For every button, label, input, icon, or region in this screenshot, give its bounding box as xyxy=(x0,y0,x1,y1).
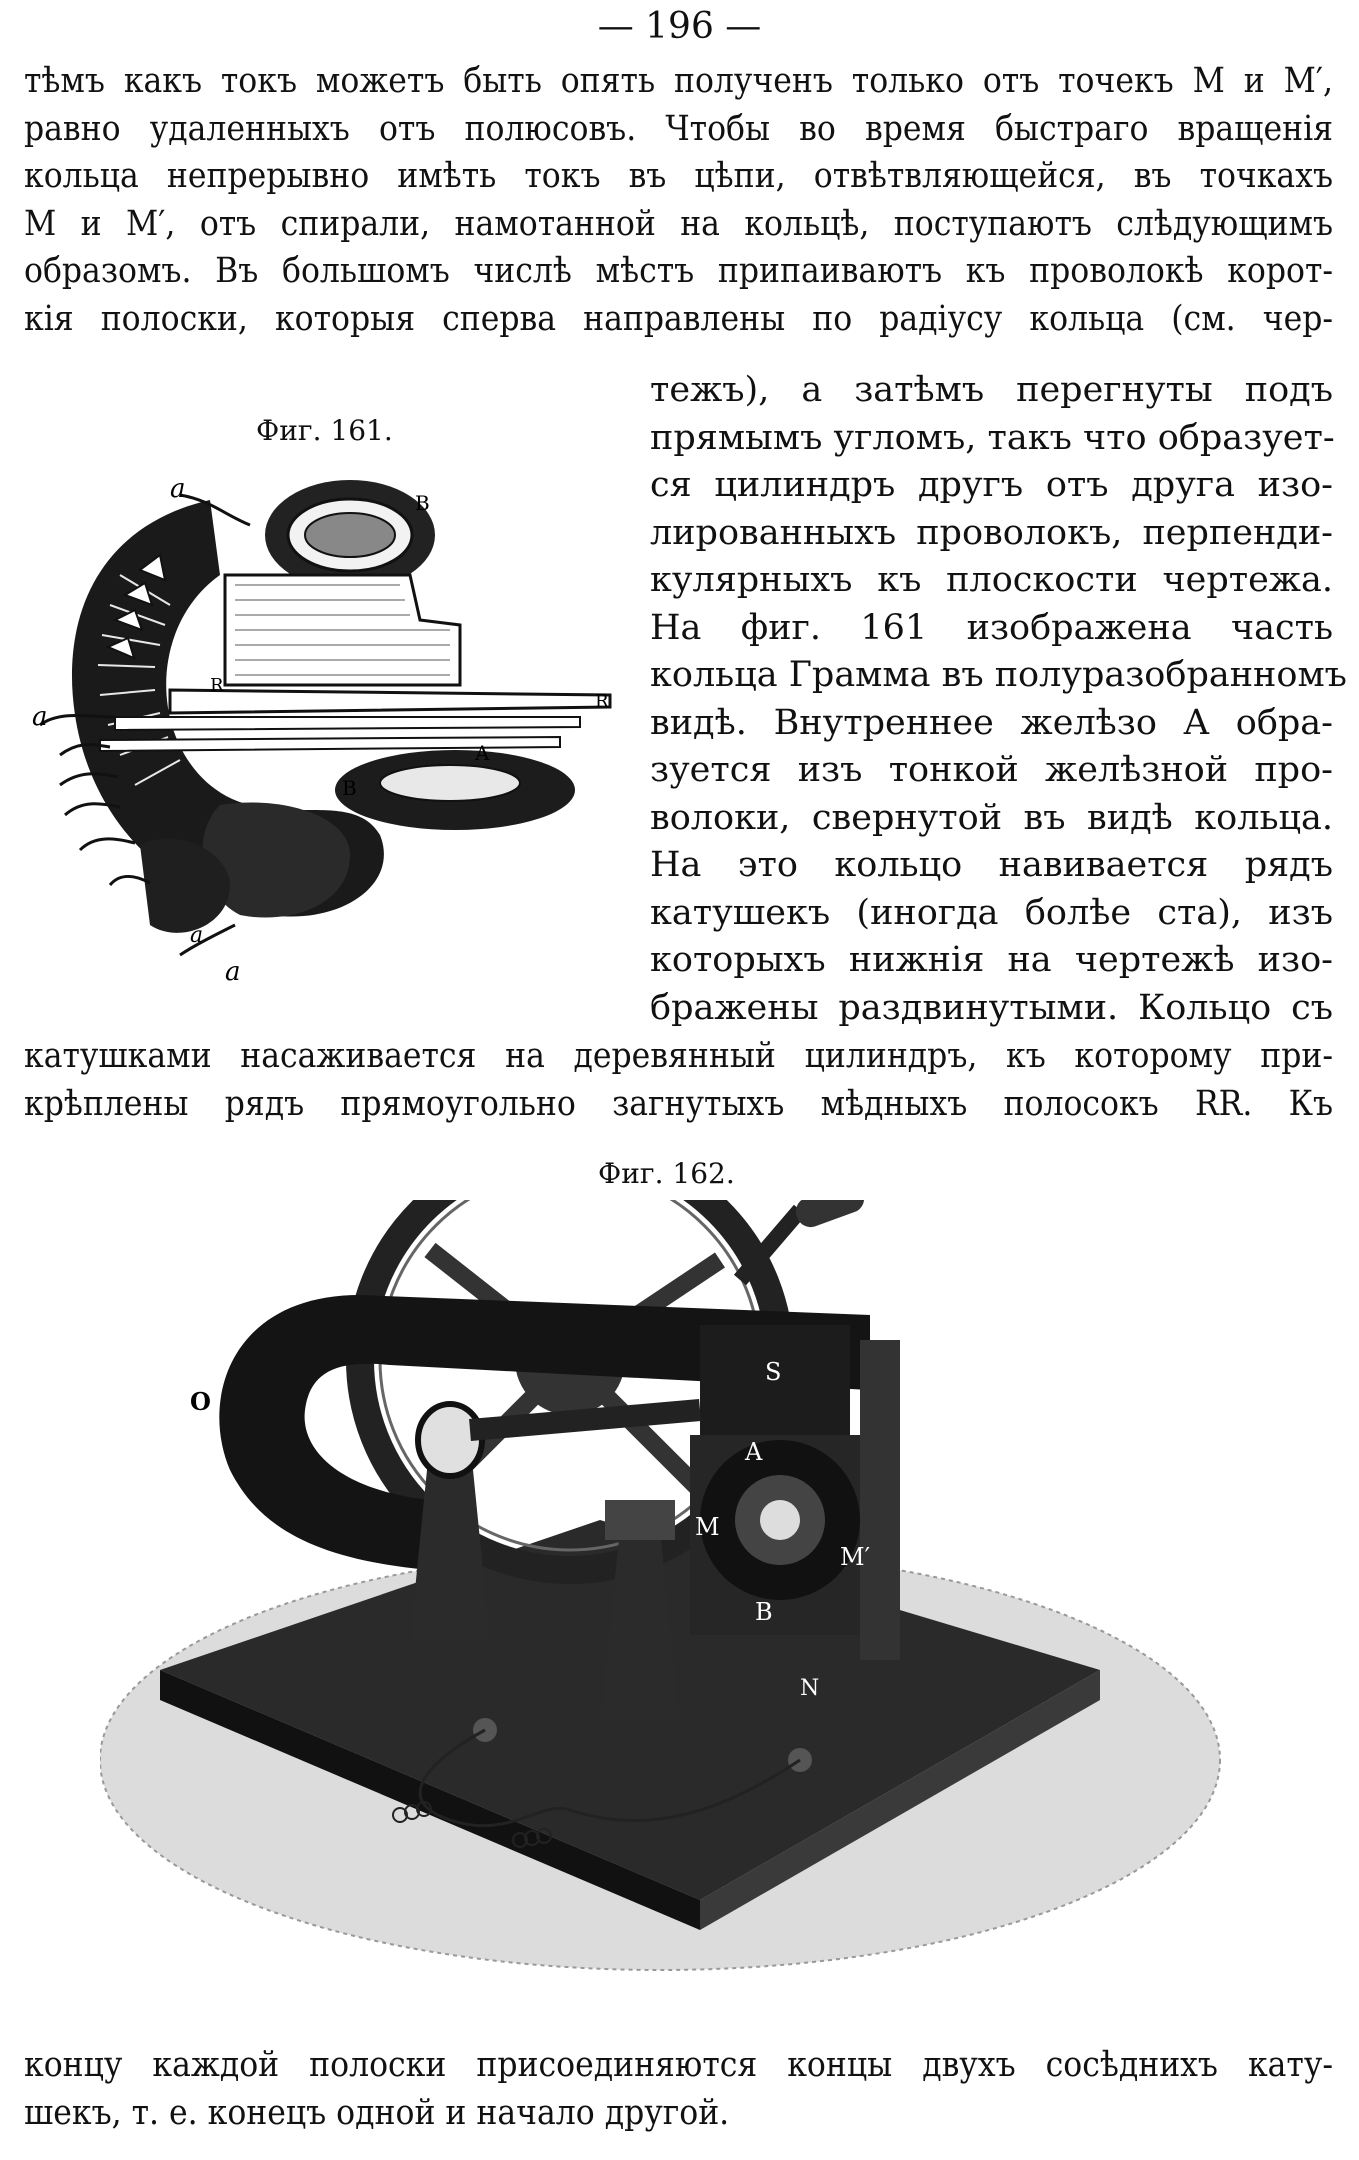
figure-162-caption: Фиг. 162. xyxy=(598,1157,735,1190)
text-line: катушекъ (иногда болѣе ста), изъ xyxy=(650,892,1333,933)
page-number: — 196 — xyxy=(597,6,762,47)
mid-paragraph: катушками насаживается на деревянный цил… xyxy=(24,1033,1333,1128)
fig162-label-n: N xyxy=(800,1676,819,1701)
figure-161-caption: Фиг. 161. xyxy=(256,414,393,447)
fig162-label-m: M xyxy=(695,1513,720,1541)
text-line: шекъ, т. е. конецъ одной и начало другой… xyxy=(24,2092,730,2133)
bottom-paragraph: концу каждой полоски присоединяются конц… xyxy=(24,2042,1333,2137)
text-line: На это кольцо навивается рядъ xyxy=(650,845,1333,885)
text-line: лированныхъ проволокъ, перпенди- xyxy=(650,512,1333,553)
text-line: которыхъ нижнія на чертежѣ изо- xyxy=(650,940,1333,980)
text-line: тѣмъ какъ токъ можетъ быть опять получен… xyxy=(24,61,1333,101)
fig161-label-a: a xyxy=(170,474,186,504)
text-line: кольца Грамма въ полуразобранномъ xyxy=(650,655,1347,695)
fig162-label-m-prime: M′ xyxy=(840,1543,870,1571)
fig161-label-b: B xyxy=(342,776,357,800)
fig162-label-o: O xyxy=(190,1387,211,1416)
text-line: кулярныхъ къ плоскости чертежа. xyxy=(650,560,1333,600)
fig161-label-b: B xyxy=(415,491,430,515)
text-line: бражены раздвинутыми. Кольцо съ xyxy=(650,987,1333,1028)
top-paragraph: тѣмъ какъ токъ можетъ быть опять получен… xyxy=(24,58,1333,343)
text-line: На фиг. 161 изображена часть xyxy=(650,607,1333,648)
figure-161-illustration: a B R R a A B a a xyxy=(32,474,612,987)
text-line: кія полоски, которыя сперва направлены п… xyxy=(24,298,1333,339)
fig161-label-a-core: A xyxy=(474,741,490,765)
text-line: зуется изъ тонкой желѣзной про- xyxy=(650,750,1333,790)
text-line: равно удаленныхъ отъ полюсовъ. Чтобы во … xyxy=(24,108,1333,149)
text-line: образомъ. Въ большомъ числѣ мѣстъ припаи… xyxy=(24,251,1333,291)
figure-162-illustration: O S A M M′ B N xyxy=(100,1200,1221,1971)
fig161-label-r: R xyxy=(595,691,609,712)
fig161-label-r: R xyxy=(210,675,224,696)
fig162-label-a: A xyxy=(744,1438,763,1466)
text-line: ся цилиндръ другъ отъ друга изо- xyxy=(650,465,1333,505)
fig161-label-a: a xyxy=(225,957,241,987)
text-line: концу каждой полоски присоединяются конц… xyxy=(24,2045,1333,2085)
text-line: крѣплены рядъ прямоугольно загнутыхъ мѣд… xyxy=(24,1083,1333,1124)
fig161-label-a: a xyxy=(32,702,48,732)
text-line: видѣ. Внутреннее желѣзо A обра- xyxy=(650,702,1333,743)
wrapped-paragraph: тежъ), а затѣмъ перегнуты подъ прямымъ у… xyxy=(650,367,1347,1032)
text-line: тежъ), а затѣмъ перегнуты подъ xyxy=(650,370,1333,410)
fig162-label-s: S xyxy=(765,1358,781,1386)
text-line: катушками насаживается на деревянный цил… xyxy=(24,1036,1333,1076)
text-line: M и M′, отъ спирали, намотанной на кольц… xyxy=(24,203,1333,244)
text-line: волоки, свернутой въ видѣ кольца. xyxy=(650,797,1333,838)
fig161-label-a: a xyxy=(190,923,203,948)
fig162-label-b: B xyxy=(755,1598,773,1626)
text-line: кольца непрерывно имѣть токъ въ цѣпи, от… xyxy=(24,156,1333,196)
text-line: прямымъ угломъ, такъ что образует- xyxy=(650,417,1335,458)
